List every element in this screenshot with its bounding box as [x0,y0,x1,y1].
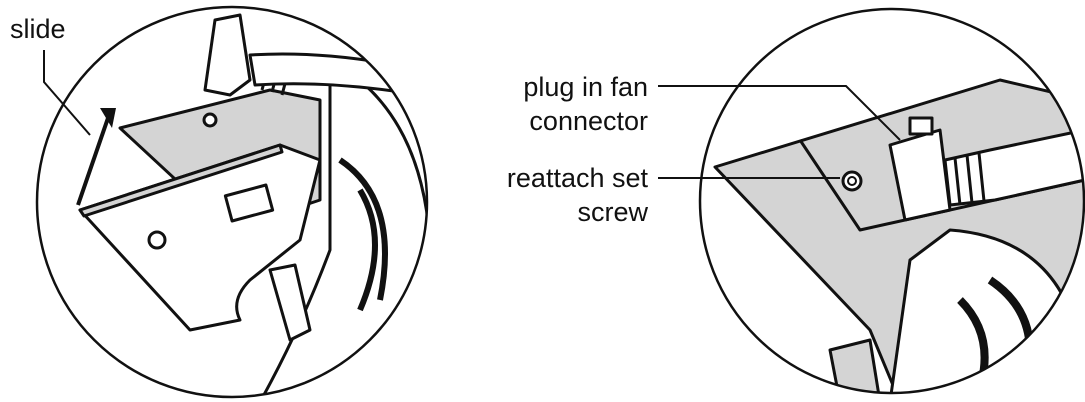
fan-housing [258,58,427,397]
slide-label: slide [10,14,66,44]
slide-arrow [76,117,110,206]
left-detail-circle [35,5,429,399]
screw-label-line2: screw [577,197,648,227]
right-detail-view [713,78,1084,393]
right-detail-circle [698,7,1085,395]
plug-label-line2: connector [529,106,648,136]
slide-leader-line [43,50,91,136]
cable [943,128,1084,207]
cable-plug [203,13,252,97]
connector-socket [223,183,275,223]
screw-label-line1: reattach set [506,163,648,193]
plug-label-line1: plug in fan [523,72,648,102]
arrowhead-icon [100,108,116,128]
plug-leader-line [658,85,901,141]
left-detail-view [78,13,427,397]
clip [268,263,312,342]
